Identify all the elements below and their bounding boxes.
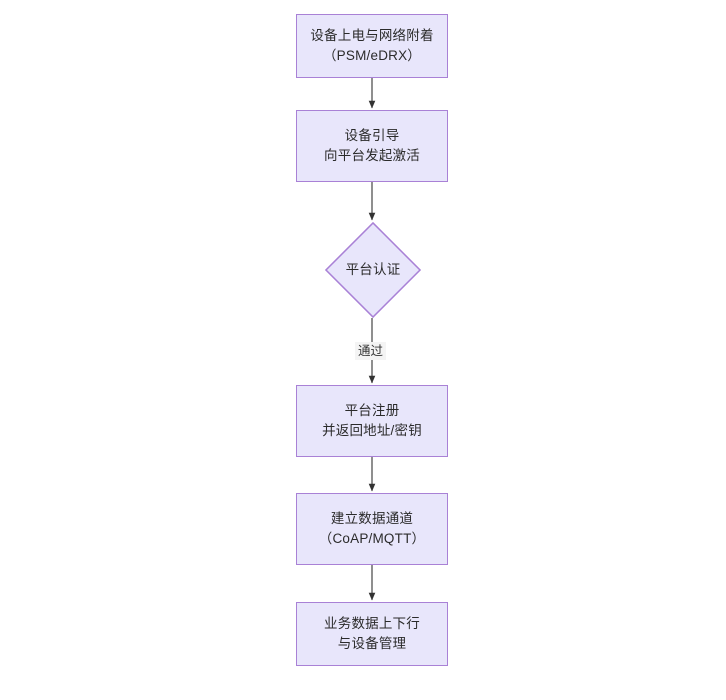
- flow-node-device-bootstrap[interactable]: 设备引导 向平台发起激活: [296, 110, 448, 182]
- flow-node-platform-auth-decision[interactable]: 平台认证: [325, 222, 421, 318]
- flow-node-line: （PSM/eDRX）: [322, 48, 422, 63]
- flow-node-line: 业务数据上下行: [324, 616, 420, 631]
- flow-node-line: 平台认证: [345, 262, 401, 277]
- edge-label-pass: 通过: [355, 342, 387, 360]
- flow-node-line: 并返回地址/密钥: [322, 423, 422, 438]
- flow-node-platform-registration[interactable]: 平台注册 并返回地址/密钥: [296, 385, 448, 457]
- flow-node-line: 设备引导: [344, 128, 400, 143]
- flow-node-line: 建立数据通道: [330, 511, 414, 526]
- flow-node-line: 向平台发起激活: [324, 148, 420, 163]
- flow-node-line: 与设备管理: [337, 636, 407, 651]
- flow-node-line: 平台注册: [344, 403, 400, 418]
- flow-node-line: 设备上电与网络附着: [310, 28, 434, 43]
- flow-node-line: （CoAP/MQTT）: [318, 531, 426, 546]
- flow-node-business-data[interactable]: 业务数据上下行 与设备管理: [296, 602, 448, 666]
- flow-node-data-channel[interactable]: 建立数据通道 （CoAP/MQTT）: [296, 493, 448, 565]
- flow-node-device-power-on[interactable]: 设备上电与网络附着 （PSM/eDRX）: [296, 14, 448, 78]
- diamond-shape: [325, 222, 421, 318]
